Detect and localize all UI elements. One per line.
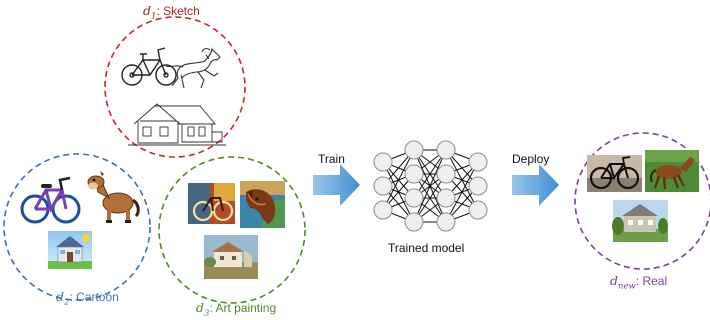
sketch-horse-icon [165,47,221,89]
deploy-label: Deploy [512,152,550,166]
nn-node [436,188,456,208]
art-painting-horse-icon [240,181,285,228]
real-bicycle-icon [587,155,642,192]
nn-node [436,164,456,184]
cartoon-house-icon [48,231,92,269]
sketch-bicycle-icon [121,47,177,86]
neural-network-icon [373,140,488,232]
cartoon-bicycle-icon [20,176,81,224]
cartoon-domain-label: d2: Cartoon [56,289,119,308]
nn-node [404,140,424,160]
cartoon-horse-icon [87,171,140,223]
nn-edge [413,149,447,199]
nn-node [468,152,488,172]
nn-node [373,200,393,220]
nn-node [436,212,456,232]
real-house-icon [612,200,668,242]
art-painting-domain-name: Art painting [215,301,277,315]
art-painting-house-icon [204,235,258,279]
deploy-arrow [512,164,559,206]
art-painting-domain-var: d3 [196,300,210,319]
domain-circle-sketch [104,16,246,158]
art-painting-bicycle-icon [188,183,235,224]
sketch-domain-var: d1 [143,3,157,22]
sketch-domain-name: Sketch [163,4,200,18]
domain-circle-cartoon [3,153,151,301]
real-domain-var: dnew [610,273,636,292]
real-domain-name: Real [642,274,668,288]
sketch-domain-label: d1: Sketch [143,3,200,22]
nn-edge [382,149,415,211]
trained-model-label: Trained model [388,241,465,255]
cartoon-domain-var: d2 [56,289,70,308]
nn-edge [413,173,447,223]
nn-node [373,176,393,196]
nn-node [373,152,393,172]
train-arrow [313,164,360,206]
art-painting-domain-label: d3: Art painting [196,300,277,319]
nn-node [468,200,488,220]
domain-circle-art-painting [158,156,306,304]
real-horse-icon [645,150,699,192]
domain-circle-real [574,132,710,270]
nn-edge [445,161,479,223]
sketch-house-icon [128,103,226,146]
cartoon-domain-name: Cartoon [76,290,119,304]
nn-node [468,176,488,196]
train-label: Train [318,152,345,166]
nn-node [436,140,456,160]
nn-edge [413,149,447,223]
real-domain-label: dnew: Real [610,273,668,292]
nn-node [404,164,424,184]
nn-node [404,212,424,232]
nn-node [404,188,424,208]
